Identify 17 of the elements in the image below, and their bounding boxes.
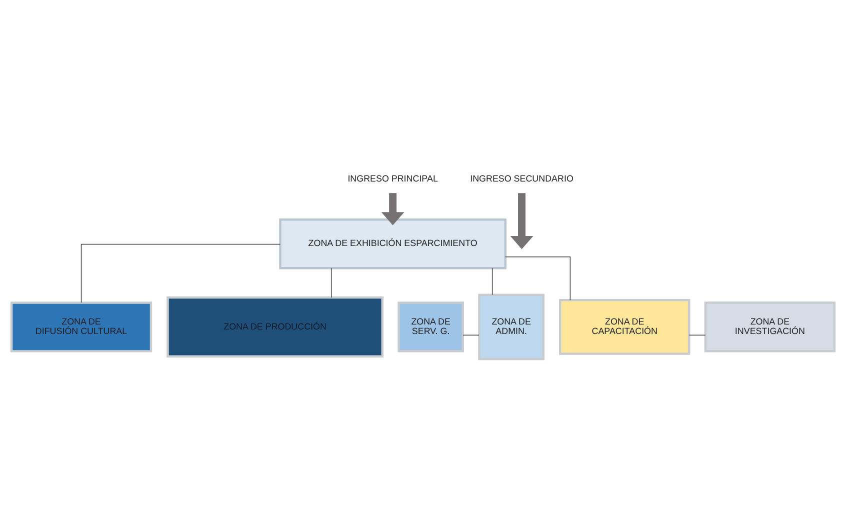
node-box: ZONA DE DIFUSIÓN CULTURAL (10, 302, 152, 352)
node-box: ZONA DE PRODUCCIÓN (166, 296, 384, 358)
node-box: ZONA DE CAPACITACIÓN (559, 299, 690, 355)
connector (505, 256, 571, 300)
node-box: ZONA DE ADMIN. (478, 294, 544, 360)
arrow (381, 193, 404, 226)
node-box: ZONA DE INVESTIGACIÓN (704, 302, 836, 352)
connector (330, 268, 332, 298)
connector (80, 244, 280, 303)
node-text: INGRESO PRINCIPAL (348, 174, 438, 184)
arrow (510, 193, 534, 250)
connector (688, 334, 706, 336)
connector (462, 334, 480, 336)
node-box: ZONA DE SERV. G. (398, 302, 464, 352)
connector (492, 268, 493, 296)
node-box: ZONA DE EXHIBICIÓN ESPARCIMIENTO (279, 218, 506, 270)
node-text: INGRESO SECUNDARIO (470, 174, 574, 184)
